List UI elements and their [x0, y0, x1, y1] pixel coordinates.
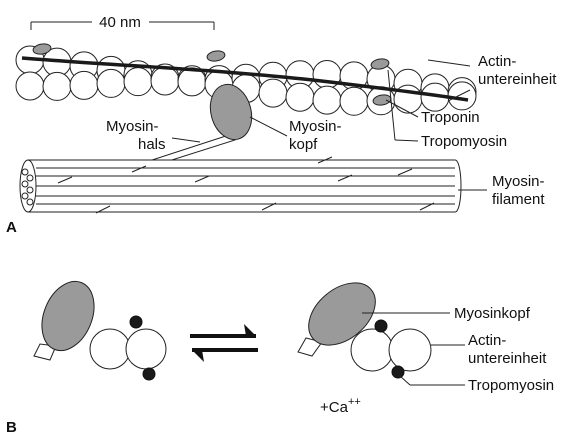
actin-subunit-left	[90, 329, 130, 369]
label-myosinkopf-b: Myosinkopf	[454, 305, 531, 322]
label-filament-line1: Myosin-	[492, 173, 545, 190]
actin-subunit	[313, 86, 341, 114]
actin-subunit-right	[389, 329, 431, 371]
label-myosinkopf-line1: Myosin-	[289, 118, 342, 135]
scale-label: 40 nm	[99, 14, 141, 31]
panel-b: Myosinkopf Actin- untereinheit Tropomyos…	[6, 270, 554, 436]
label-filament-line2: filament	[492, 191, 545, 208]
scale-bar: 40 nm	[31, 14, 214, 31]
calcium-label: +Ca++	[320, 396, 361, 416]
actin-subunit	[151, 67, 179, 95]
actin-subunit-left	[126, 329, 166, 369]
calcium-prefix: +Ca	[320, 399, 349, 416]
troponin-complex	[206, 50, 225, 63]
actin-subunit	[259, 79, 287, 107]
actin-subunit	[70, 71, 98, 99]
tropomyosin-left	[143, 368, 155, 380]
actin-subunit	[286, 83, 314, 111]
actin-subunit	[124, 68, 152, 96]
equilibrium-arrows	[190, 324, 258, 362]
label-actin-line1: Actin-	[478, 53, 516, 70]
panel-a: 40 nm	[6, 14, 557, 236]
myosin-filament	[20, 157, 461, 213]
tropomyosin-left	[130, 316, 142, 328]
actin-subunit	[16, 72, 44, 100]
state-right	[297, 270, 431, 378]
label-myosinhals-line2: hals	[138, 136, 166, 153]
actin-subunit-right	[351, 329, 393, 371]
calcium-superscript: ++	[348, 396, 361, 408]
panel-a-letter: A	[6, 219, 17, 236]
actin-subunit	[43, 72, 71, 100]
panel-b-letter: B	[6, 419, 17, 436]
label-myosinhals-line1: Myosin-	[106, 118, 159, 135]
tropomyosin-right	[392, 366, 404, 378]
state-left	[32, 274, 166, 380]
label-tropomyosin-b: Tropomyosin	[468, 377, 554, 394]
label-actin-b-line2: untereinheit	[468, 350, 547, 367]
label-actin-line2: untereinheit	[478, 71, 557, 88]
label-actin-b-line1: Actin-	[468, 332, 506, 349]
actin-subunit	[340, 87, 368, 115]
actin-subunit	[97, 69, 125, 97]
label-tropomyosin: Tropomyosin	[421, 133, 507, 150]
label-myosinkopf-line2: kopf	[289, 136, 318, 153]
tropomyosin-right	[375, 320, 387, 332]
label-troponin: Troponin	[421, 109, 480, 126]
